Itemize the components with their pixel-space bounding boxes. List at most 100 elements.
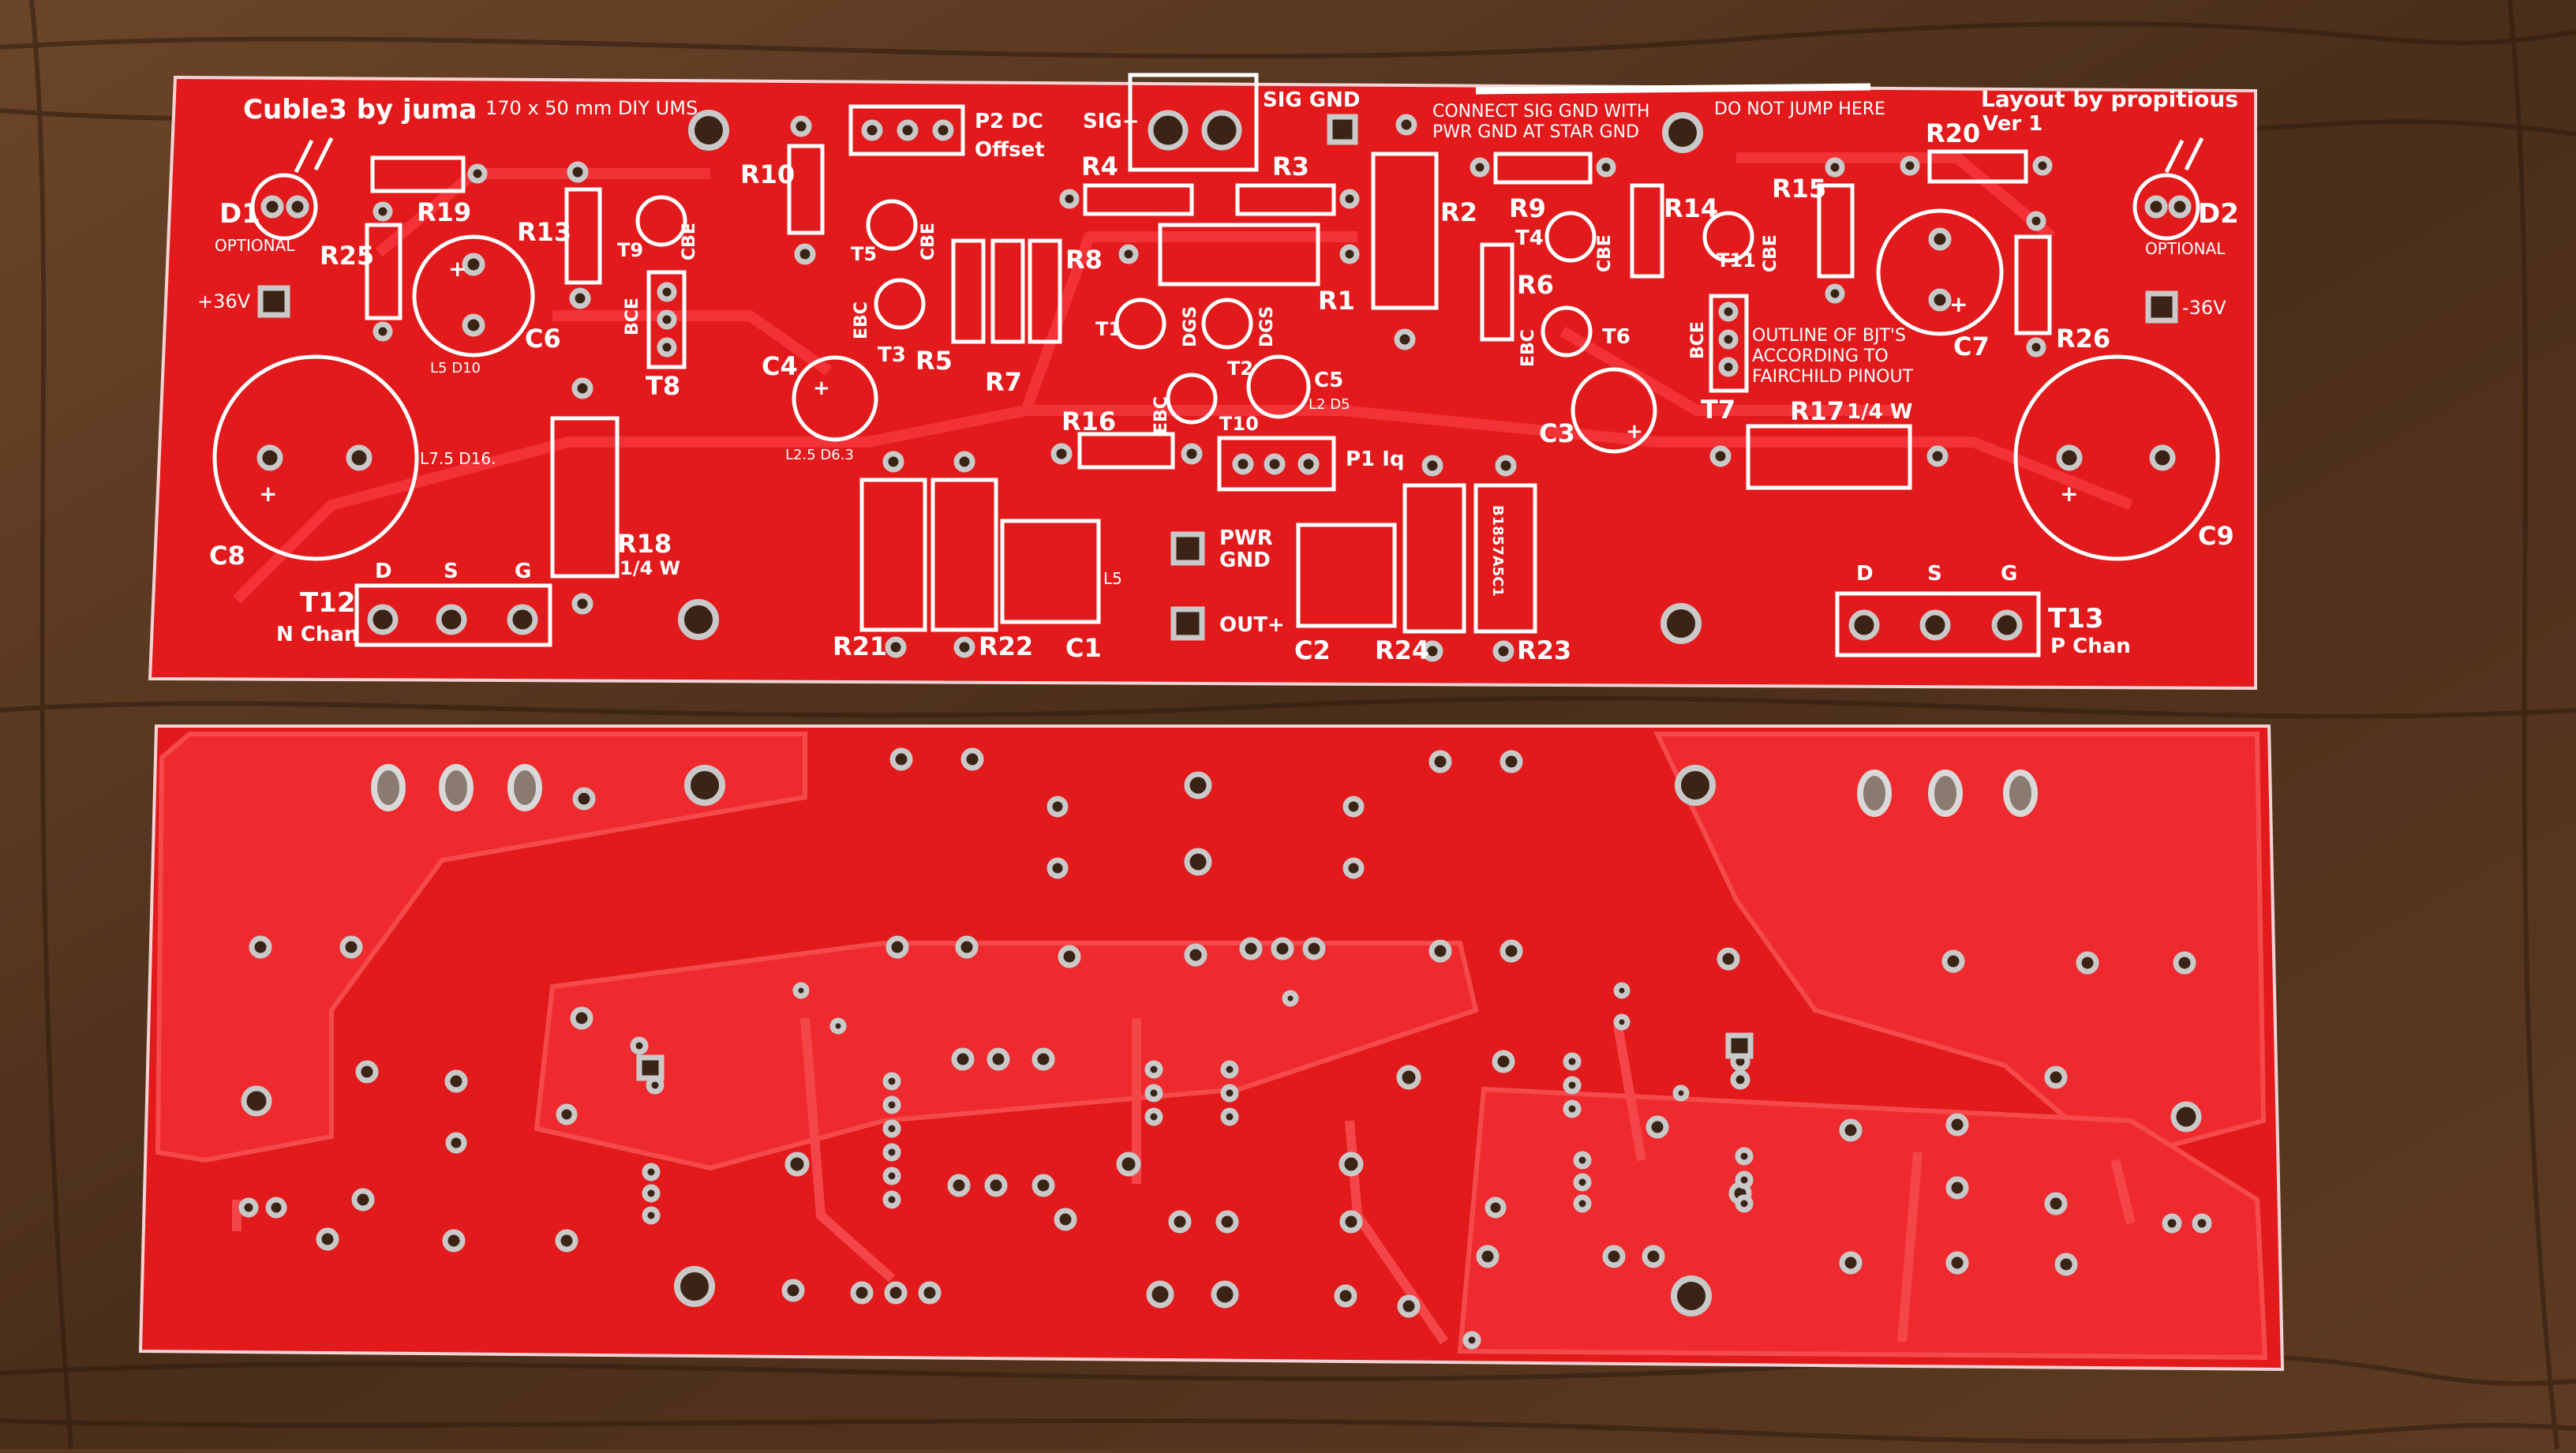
label-t12: T12 <box>300 587 356 619</box>
pad <box>1339 1210 1363 1234</box>
pad <box>571 377 593 399</box>
label-g-right: G <box>2001 562 2017 586</box>
label-plus36: +36V <box>197 290 251 313</box>
label-r7: R7 <box>985 367 1022 397</box>
pad <box>1397 1294 1421 1318</box>
r26-outline <box>2014 234 2052 335</box>
note-bjt-2: ACCORDING TO <box>1752 346 1889 366</box>
pad <box>1928 770 1963 817</box>
pad <box>951 1047 975 1071</box>
label-l2-d5: L2 D5 <box>1309 396 1350 413</box>
pad <box>2044 1065 2068 1089</box>
pad <box>2144 195 2168 219</box>
pad-minus36 <box>2145 290 2178 324</box>
pad <box>1334 1284 1357 1308</box>
polarity-c4: + <box>813 376 830 400</box>
c7-outline <box>1876 208 2004 336</box>
label-l7-5-d16: L7.5 D16. <box>420 449 496 468</box>
r21-outline <box>859 477 927 632</box>
pad <box>955 935 979 959</box>
pad <box>794 243 816 265</box>
pad <box>1672 1084 1690 1102</box>
label-offset: Offset <box>975 138 1045 162</box>
pad <box>2032 155 2053 176</box>
pad <box>1211 1280 1239 1309</box>
label-s-right: S <box>1927 562 1942 586</box>
pad <box>657 337 677 358</box>
pad <box>442 1229 466 1253</box>
label-r4: R4 <box>1081 152 1118 182</box>
pad <box>947 1174 971 1197</box>
pad <box>829 1017 847 1035</box>
p1-outline <box>1217 436 1336 492</box>
pad <box>1926 445 1949 467</box>
pad-pwr-gnd <box>1170 531 1205 566</box>
pad <box>346 444 373 471</box>
t10-outline <box>1166 373 1218 425</box>
pad <box>1220 1060 1239 1079</box>
label-r10: R10 <box>740 159 795 189</box>
mount-hole <box>688 110 729 151</box>
pad <box>1168 1210 1192 1234</box>
pad <box>2192 1213 2212 1234</box>
pad <box>2026 211 2046 231</box>
pad <box>642 1184 661 1203</box>
d2-outline <box>2132 173 2200 241</box>
pad <box>1264 453 1286 475</box>
r19-outline <box>370 155 466 193</box>
label-cbe-t9: CBE <box>680 223 699 260</box>
pad <box>897 119 919 141</box>
top-mounting-holes <box>678 110 1703 644</box>
mount-hole <box>684 765 725 806</box>
pad <box>1271 937 1294 961</box>
pad <box>882 1167 901 1185</box>
label-r2: R2 <box>1440 197 1477 227</box>
pad <box>1144 1084 1163 1103</box>
pad <box>918 1281 942 1305</box>
pad <box>445 1132 467 1154</box>
r2-outline <box>1371 152 1439 310</box>
label-t2: T2 <box>1227 358 1253 380</box>
pad-sig-gnd <box>1327 114 1358 145</box>
c1-outline <box>1000 519 1101 624</box>
label-ebc-t10: EBC <box>1151 396 1171 434</box>
top-pads <box>256 110 2192 662</box>
label-d-right: D <box>1856 562 1874 586</box>
pad <box>636 1054 665 1081</box>
pour-bottom-right <box>1457 1086 2268 1361</box>
pad <box>1991 609 2023 641</box>
pad <box>1339 244 1360 264</box>
pad <box>790 115 812 137</box>
pad <box>987 1047 1010 1071</box>
pad <box>1396 1065 1421 1090</box>
pad <box>1059 189 1080 209</box>
label-t5: T5 <box>851 243 877 265</box>
r9-outline <box>1493 152 1593 185</box>
label-out-plus: OUT+ <box>1219 613 1285 637</box>
pad <box>1613 1013 1631 1031</box>
label-l5: L5 <box>1103 569 1122 588</box>
pad <box>1646 1115 1669 1139</box>
pad <box>467 163 488 184</box>
pad <box>1928 227 1952 251</box>
pad <box>2168 195 2192 219</box>
r18-outline <box>550 416 620 579</box>
label-t6: T6 <box>1602 325 1631 349</box>
label-c9: C9 <box>2198 521 2234 551</box>
pad <box>1825 157 1845 178</box>
note-jump: DO NOT JUMP HERE <box>1714 99 1885 119</box>
pad <box>1239 937 1263 961</box>
pad <box>642 1206 661 1225</box>
label-bce-t8: BCE <box>623 298 642 335</box>
c6-outline <box>412 234 535 358</box>
label-l5-d10: L5 D10 <box>430 360 481 376</box>
pad <box>1718 357 1739 377</box>
label-part-code: B1857A5C1 <box>1489 505 1506 597</box>
pad <box>861 119 883 141</box>
pad <box>1492 640 1515 662</box>
pad <box>1046 857 1069 879</box>
pad <box>355 1060 379 1084</box>
pad <box>1476 1245 1500 1268</box>
note-sig-gnd-2: PWR GND AT STAR GND <box>1432 122 1639 142</box>
top-board-outline <box>148 75 2257 691</box>
